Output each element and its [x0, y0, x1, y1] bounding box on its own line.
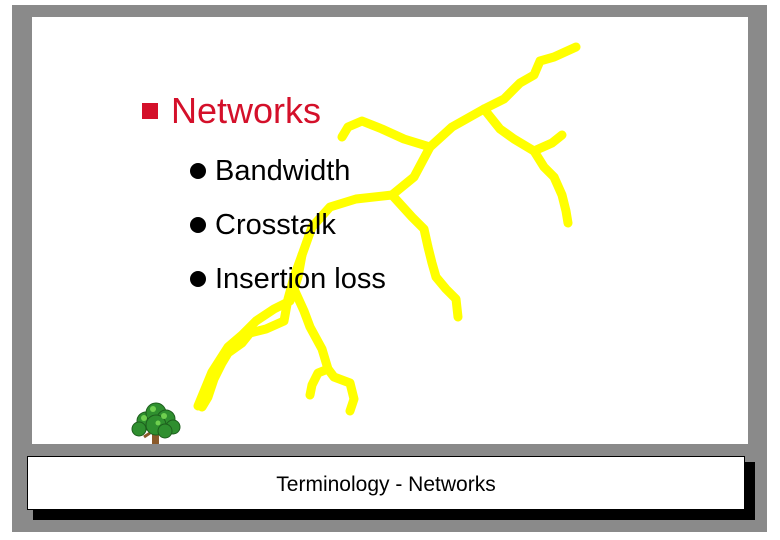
bullet-item-insertion-loss: Insertion loss — [190, 262, 386, 295]
tree-icon — [131, 402, 181, 444]
bullet-label: Insertion loss — [215, 262, 386, 295]
footer-text: Terminology - Networks — [276, 473, 496, 496]
slide-title-text: Networks — [171, 90, 322, 131]
bullet-item-crosstalk: Crosstalk — [190, 208, 386, 241]
bullet-item-bandwidth: Bandwidth — [190, 154, 386, 187]
bullet-dot-icon — [190, 271, 206, 287]
lightning-bolt-icon — [193, 42, 581, 416]
footer-box: Terminology - Networks — [27, 456, 745, 510]
slide-canvas: Networks Bandwidth Crosstalk Insertion l… — [32, 17, 748, 444]
bullet-label: Crosstalk — [215, 208, 336, 241]
bullet-list: Bandwidth Crosstalk Insertion loss — [190, 154, 386, 319]
bullet-label: Bandwidth — [215, 154, 351, 187]
title-bullet-icon — [142, 103, 158, 119]
slide-title: Networks — [142, 93, 321, 129]
bullet-dot-icon — [190, 163, 206, 179]
bullet-dot-icon — [190, 217, 206, 233]
